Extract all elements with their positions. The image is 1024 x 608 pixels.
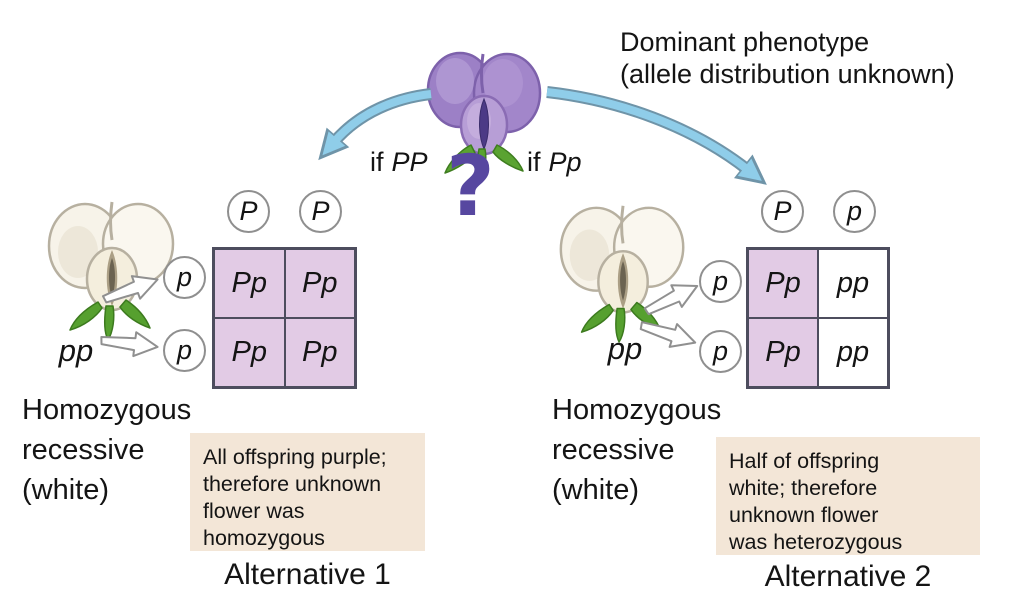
punnett-cell: Pp	[749, 250, 817, 317]
question-mark: ?	[446, 137, 495, 235]
gamete-circle-alt2-top-2: p	[833, 190, 876, 233]
punnett-cell: Pp	[285, 319, 354, 386]
gamete-circle-alt1-top-1: P	[227, 190, 270, 233]
caption-alternative-1: Alternative 1	[224, 558, 391, 591]
conclusion-line: unknown flower	[729, 503, 879, 527]
gamete-circle-alt2-side-1: p	[699, 260, 742, 303]
punnett-cell: pp	[819, 250, 887, 317]
heading-line-1: Dominant phenotype	[620, 27, 870, 57]
parent-desc-line: (white)	[22, 474, 110, 506]
gamete-circle-alt1-top-2: P	[299, 190, 342, 233]
punnett-cell: pp	[819, 319, 887, 386]
allele-label: p	[176, 335, 193, 365]
parent-desc-line: (white)	[552, 474, 640, 506]
conclusion-line: flower was	[203, 499, 305, 523]
punnett-square-alt1: Pp Pp Pp Pp	[212, 247, 357, 389]
blue-arrow-left-icon	[318, 88, 432, 161]
conclusion-line: was heterozygous	[729, 530, 903, 554]
punnett-cell: Pp	[215, 319, 284, 386]
conclusion-line: therefore unknown	[203, 472, 382, 496]
conclusion-line: white; therefore	[729, 476, 878, 500]
allele-label: P	[773, 196, 792, 226]
parent-genotype-alt1: pp	[58, 333, 94, 368]
parent-desc-line: Homozygous	[552, 394, 722, 426]
punnett-square-alt2: Pp pp Pp pp	[746, 247, 890, 389]
if-prefix: if	[527, 147, 541, 177]
gamete-circle-alt2-side-2: p	[699, 330, 742, 373]
punnett-cell: Pp	[285, 250, 354, 317]
parent-desc-line: recessive	[552, 434, 675, 466]
punnett-cell: Pp	[215, 250, 284, 317]
conclusion-line: All offspring purple;	[203, 445, 387, 469]
allele-label: P	[311, 196, 330, 226]
if-prefix: if	[370, 147, 384, 177]
parent-desc-line: Homozygous	[22, 394, 192, 426]
conclusion-line: homozygous	[203, 526, 325, 550]
genotype-PP: PP	[391, 147, 428, 177]
allele-label: p	[712, 266, 729, 296]
gamete-circle-alt1-side-1: p	[163, 256, 206, 299]
genotype-Pp: Pp	[548, 147, 582, 177]
allele-label: p	[176, 262, 193, 292]
caption-alternative-2: Alternative 2	[764, 560, 932, 593]
gamete-circle-alt2-top-1: P	[761, 190, 804, 233]
gamete-circle-alt1-side-2: p	[163, 329, 206, 372]
parent-genotype-alt2: pp	[607, 331, 643, 366]
allele-label: p	[846, 196, 863, 226]
punnett-cell: Pp	[749, 319, 817, 386]
conclusion-box-alt2: Half of offspring white; therefore unkno…	[716, 437, 980, 555]
allele-label: p	[712, 336, 729, 366]
conclusion-line: Half of offspring	[729, 449, 880, 473]
parent-desc-line: recessive	[22, 434, 145, 466]
heading-dominant-phenotype: Dominant phenotype (allele distribution …	[620, 26, 955, 90]
heading-line-2: (allele distribution unknown)	[620, 59, 955, 89]
purple-pea-flower-illustration	[426, 51, 542, 178]
allele-label: P	[239, 196, 258, 226]
parent-description-alt2: Homozygous recessive (white)	[552, 390, 721, 510]
parent-description-alt1: Homozygous recessive (white)	[22, 390, 191, 510]
white-pea-flower-illustration-alt2	[559, 205, 685, 343]
conclusion-box-alt1: All offspring purple; therefore unknown …	[190, 433, 425, 551]
